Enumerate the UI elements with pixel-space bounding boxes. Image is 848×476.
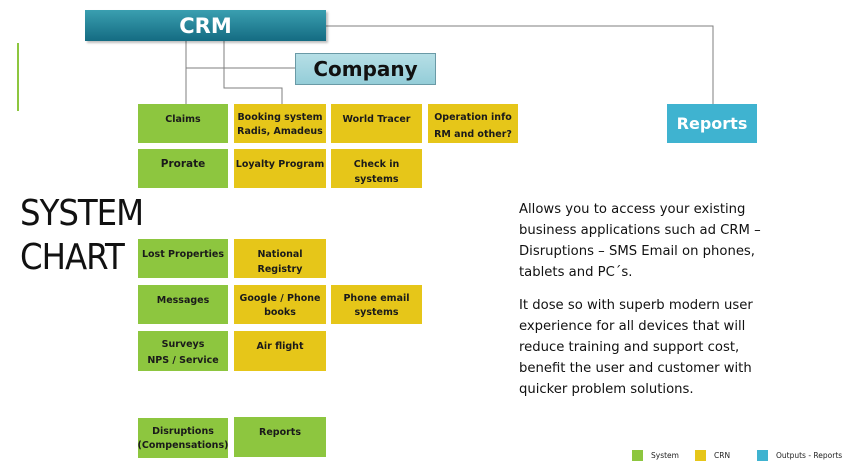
reports-system-label: Reports	[259, 427, 301, 438]
reports-output-box: Reports	[667, 104, 757, 143]
crm-to-reports-line	[326, 25, 714, 104]
air-flight-box: Air flight	[234, 331, 326, 371]
world-tracer-label: World Tracer	[342, 114, 411, 125]
crm-to-booking-line	[223, 41, 283, 104]
check-in-systems-box: Check in systems	[331, 149, 422, 188]
legend-outputs-label: Outputs - Reports	[776, 451, 843, 460]
description-paragraph-2: It dose so with superb modern user exper…	[519, 298, 753, 397]
google-phone-books-box: Google / Phone books	[234, 285, 326, 324]
reports-label: Reports	[676, 114, 748, 133]
title-line-2: CHART	[20, 237, 125, 278]
description-paragraph-1: Allows you to access your existing busin…	[519, 202, 761, 280]
surveys-label: Surveys NPS / Service	[147, 339, 219, 366]
description-text: Allows you to access your existing busin…	[519, 199, 789, 412]
prorate-label: Prorate	[160, 158, 206, 170]
messages-label: Messages	[156, 295, 210, 306]
crm-header-box: CRM	[85, 10, 326, 41]
legend-system: System	[632, 450, 679, 461]
check-in-systems-label: Check in systems	[353, 159, 400, 185]
loyalty-program-box: Loyalty Program	[234, 149, 326, 188]
air-flight-label: Air flight	[256, 341, 304, 352]
prorate-box: Prorate	[138, 149, 228, 188]
legend-system-swatch	[632, 450, 643, 461]
operation-info-box: Operation info RM and other?	[428, 104, 518, 143]
world-tracer-box: World Tracer	[331, 104, 422, 143]
company-box: Company	[295, 53, 436, 85]
messages-box: Messages	[138, 285, 228, 324]
loyalty-program-label: Loyalty Program	[235, 159, 325, 170]
disruptions-box: Disruptions (Compensations)	[138, 418, 228, 458]
phone-email-systems-label: Phone email systems	[343, 293, 410, 318]
disruptions-label: Disruptions (Compensations)	[137, 426, 229, 451]
national-registry-box: National Registry	[234, 239, 326, 278]
legend-crn-swatch	[695, 450, 706, 461]
legend-system-label: System	[651, 451, 679, 460]
booking-system-box: Booking system Radis, Amadeus	[234, 104, 326, 143]
booking-system-label: Booking system Radis, Amadeus	[237, 112, 323, 137]
accent-bar	[17, 43, 19, 111]
legend-outputs: Outputs - Reports	[757, 450, 842, 461]
lost-properties-box: Lost Properties	[138, 239, 228, 278]
claims-label: Claims	[165, 114, 201, 125]
phone-email-systems-box: Phone email systems	[331, 285, 422, 324]
operation-info-label: Operation info RM and other?	[434, 112, 512, 140]
google-phone-books-label: Google / Phone books	[239, 293, 321, 318]
lost-properties-label: Lost Properties	[141, 249, 225, 260]
crm-label: CRM	[179, 13, 232, 38]
legend-crn-label: CRN	[714, 451, 731, 460]
legend-outputs-swatch	[757, 450, 768, 461]
national-registry-label: National Registry	[257, 249, 303, 275]
title-line-1: SYSTEM	[20, 193, 144, 234]
reports-system-box: Reports	[234, 417, 326, 457]
claims-box: Claims	[138, 104, 228, 143]
surveys-box: Surveys NPS / Service	[138, 331, 228, 371]
page-title: SYSTEM CHART	[20, 192, 144, 280]
legend-crn: CRN	[695, 450, 730, 461]
company-label: Company	[313, 57, 418, 81]
